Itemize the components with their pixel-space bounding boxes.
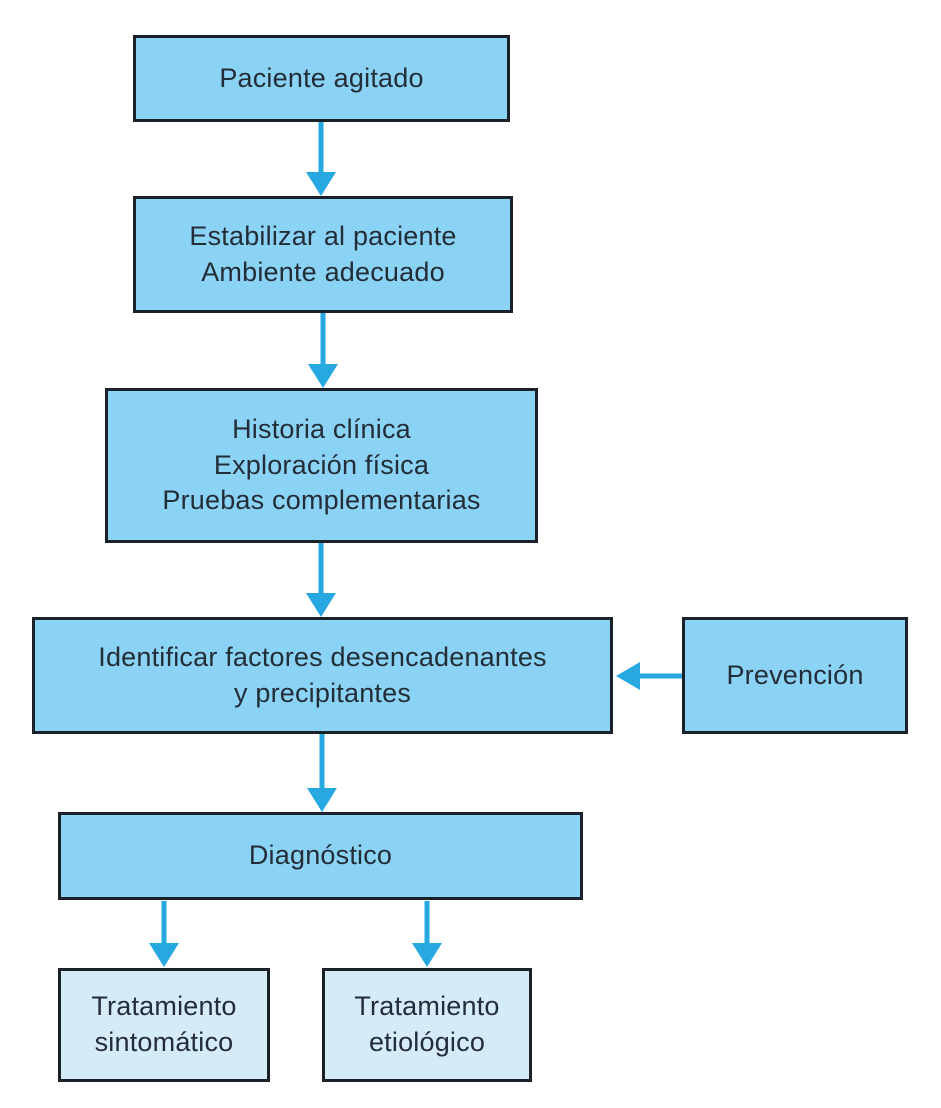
node-tratamiento-etiologico: Tratamiento etiológico xyxy=(322,968,532,1082)
arrow-down-4 xyxy=(306,734,338,812)
node-label: Tratamiento xyxy=(91,991,237,1022)
arrow-shaft xyxy=(318,543,324,595)
arrow-head-down-icon xyxy=(306,593,336,617)
arrow-shaft xyxy=(636,673,682,679)
node-label: etiológico xyxy=(368,1027,486,1057)
node-label: sintomático xyxy=(94,1027,234,1057)
arrow-shaft xyxy=(318,122,324,174)
node-label: Exploración física xyxy=(213,449,430,480)
arrow-head-left-icon xyxy=(616,662,640,690)
node-diagnostico: Diagnóstico xyxy=(58,812,583,900)
arrow-shaft xyxy=(320,313,326,366)
arrow-head-down-icon xyxy=(308,364,338,388)
node-tratamiento-sintomatico: Tratamiento sintomático xyxy=(58,968,270,1082)
arrow-down-2 xyxy=(307,313,339,388)
node-label: Prevención xyxy=(726,659,864,690)
arrow-head-down-icon xyxy=(307,788,337,812)
arrow-head-down-icon xyxy=(306,172,336,196)
node-label: y precipitantes xyxy=(233,677,412,708)
arrow-down-5 xyxy=(148,901,180,967)
node-identificar-factores: Identificar factores desencadenantes y p… xyxy=(32,617,613,734)
arrow-down-3 xyxy=(305,543,337,617)
node-label: Estabilizar al paciente xyxy=(189,220,457,251)
node-label: Tratamiento xyxy=(354,991,500,1022)
node-label: Pruebas complementarias xyxy=(162,485,481,516)
node-paciente-agitado: Paciente agitado xyxy=(133,35,510,122)
node-historia-clinica: Historia clínica Exploración física Prue… xyxy=(105,388,538,543)
arrow-left-prevencion xyxy=(616,660,682,692)
arrow-shaft xyxy=(319,734,325,790)
node-prevencion: Prevención xyxy=(682,617,908,734)
node-label: Identificar factores desencadenantes xyxy=(98,641,547,672)
node-estabilizar-paciente: Estabilizar al paciente Ambiente adecuad… xyxy=(133,196,513,313)
node-label: Diagnóstico xyxy=(248,840,393,871)
arrow-head-down-icon xyxy=(149,943,179,967)
node-label: Paciente agitado xyxy=(219,62,424,93)
node-label: Historia clínica xyxy=(232,413,411,444)
arrow-shaft xyxy=(424,901,430,945)
arrow-head-down-icon xyxy=(412,943,442,967)
node-label: Ambiente adecuado xyxy=(201,256,445,287)
arrow-down-1 xyxy=(305,122,337,196)
arrow-shaft xyxy=(161,901,167,945)
arrow-down-6 xyxy=(411,901,443,967)
